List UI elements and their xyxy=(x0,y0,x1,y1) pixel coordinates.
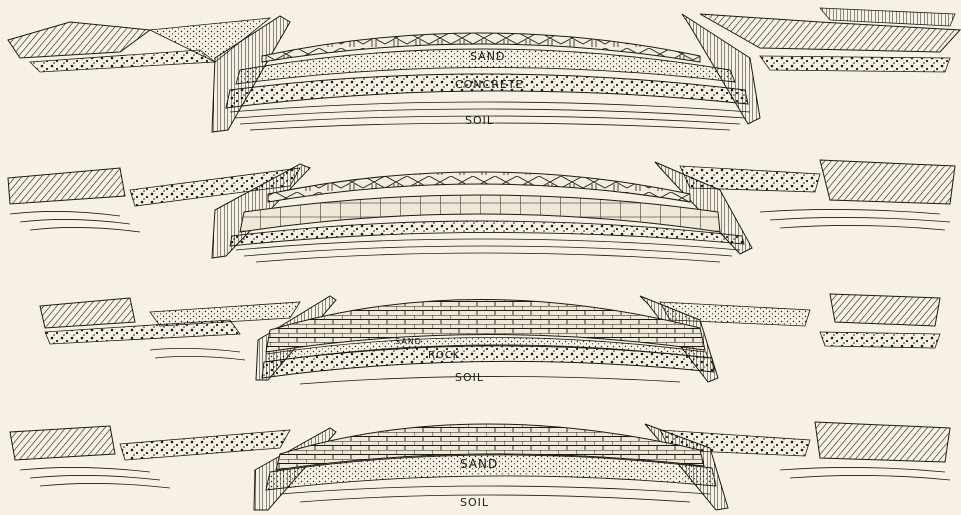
section-1-soil-label: SOIL xyxy=(465,114,494,127)
section-1-concrete-label: CONCRETE xyxy=(455,78,524,91)
section-1-sand-label: SAND xyxy=(470,50,505,63)
section-3-rock-label: ROCK xyxy=(428,350,460,361)
section-3-soil-label: SOIL xyxy=(455,371,484,384)
section-4-soil-label: SOIL xyxy=(460,496,489,509)
section-3-sand-label: SAND xyxy=(395,337,422,346)
section-4-sand-label: SAND xyxy=(460,457,498,471)
